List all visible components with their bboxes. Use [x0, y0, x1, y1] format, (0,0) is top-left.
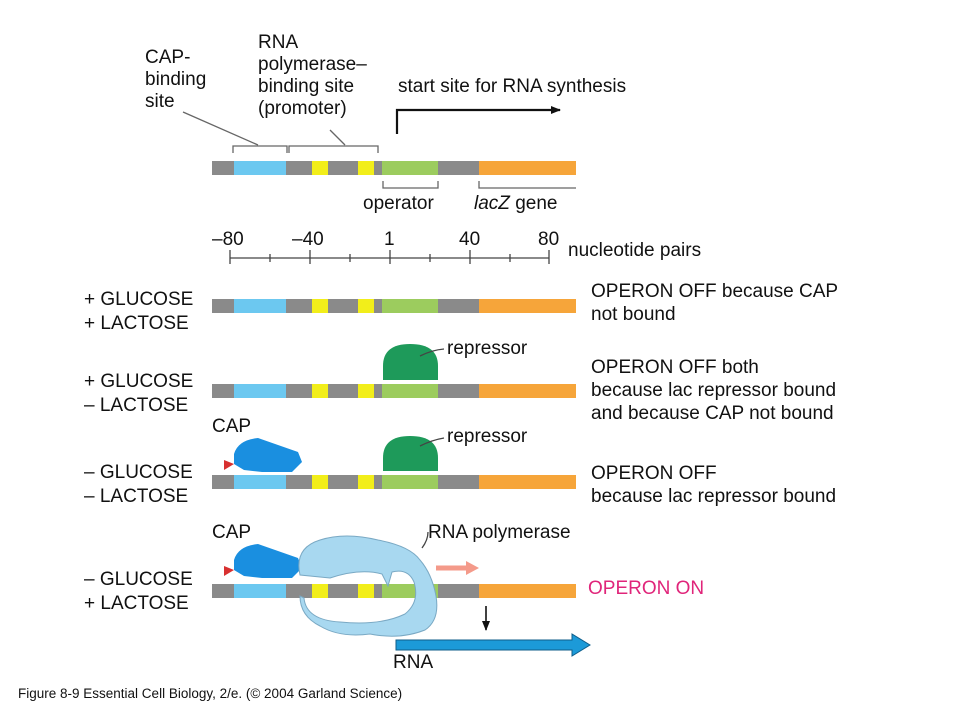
cap-protein-row-4 — [234, 544, 302, 578]
polymerase-leader — [421, 531, 429, 549]
dna-row-1 — [212, 299, 576, 313]
row-3-lactose: – LACTOSE — [84, 486, 189, 507]
row-3-status-line-1: OPERON OFF — [591, 463, 717, 484]
rna-polymerase-label: RNA polymerase — [428, 522, 571, 543]
row-2-glucose: + GLUCOSE — [84, 371, 194, 392]
row-3-glucose: – GLUCOSE — [84, 462, 193, 483]
promoter-line-3: binding site — [258, 76, 355, 97]
rna-label: RNA — [393, 652, 434, 673]
row-3-status: OPERON OFF because lac repressor bound — [591, 462, 836, 508]
promoter-box-35 — [312, 161, 328, 175]
bottom-brackets — [382, 181, 576, 189]
cap-ligand-row-3 — [224, 460, 234, 470]
lacz-segment — [479, 161, 576, 175]
row-1-status: OPERON OFF because CAP not bound — [591, 280, 838, 326]
lacz-gene-label: lacZ gene — [474, 193, 557, 215]
row-4-status: OPERON ON — [588, 578, 705, 599]
cap-site-line-1: CAP- — [145, 47, 191, 68]
top-brackets — [182, 111, 379, 153]
repressor-leader-row-3 — [419, 437, 445, 447]
promoter-line-2: polymerase– — [258, 54, 367, 75]
row-1-status-line-1: OPERON OFF because CAP — [591, 281, 839, 302]
scale-tick-40: 40 — [459, 229, 481, 250]
cap-binding-site-segment — [234, 161, 286, 175]
promoter-line-1: RNA — [258, 32, 299, 53]
row-4-lactose: + LACTOSE — [84, 593, 189, 614]
promoter-label: RNA polymerase– binding site (promoter) — [258, 32, 367, 120]
scale-unit-label: nucleotide pairs — [568, 240, 702, 261]
lacz-italic: lacZ — [474, 193, 510, 214]
rna-transcript-arrow — [395, 633, 591, 657]
rna-polymerase-shape — [298, 535, 438, 637]
repressor-shape-row-3 — [383, 436, 438, 471]
operator-segment — [382, 161, 438, 175]
row-1-glucose: + GLUCOSE — [84, 289, 194, 310]
promoter-line-4: (promoter) — [258, 98, 347, 119]
start-site-arrow — [395, 106, 561, 134]
cap-label-row-3: CAP — [212, 416, 252, 437]
scale-bar — [229, 250, 550, 264]
row-4-glucose: – GLUCOSE — [84, 569, 193, 590]
row-2-status: OPERON OFF both because lac repressor bo… — [591, 356, 836, 425]
start-site-label: start site for RNA synthesis — [398, 76, 627, 97]
cap-label-row-4: CAP — [212, 522, 252, 543]
row-2-status-line-3: and because CAP not bound — [591, 403, 834, 424]
dna-row-4 — [212, 584, 576, 598]
dna-row-3 — [212, 475, 576, 489]
reference-dna — [212, 161, 576, 175]
figure-caption: Figure 8-9 Essential Cell Biology, 2/e. … — [18, 686, 403, 701]
row-2-status-line-1: OPERON OFF both — [591, 357, 759, 378]
promoter-box-10 — [358, 161, 374, 175]
scale-tick-minus40: –40 — [292, 229, 324, 250]
cap-site-label: CAP- binding site — [145, 47, 206, 113]
repressor-shape-row-2 — [383, 344, 438, 380]
repressor-label-row-3: repressor — [447, 426, 528, 447]
cap-site-line-3: site — [145, 91, 175, 112]
operator-label: operator — [363, 193, 434, 214]
cap-ligand-row-4 — [224, 566, 234, 576]
lacz-gene-word: gene — [515, 193, 558, 214]
cap-protein-row-3 — [234, 438, 302, 472]
scale-tick-1: 1 — [384, 229, 395, 250]
scale-tick-minus80: –80 — [212, 229, 244, 250]
direction-arrow-head — [466, 561, 479, 575]
scale-tick-80: 80 — [538, 229, 560, 250]
row-2-lactose: – LACTOSE — [84, 395, 189, 416]
row-1-lactose: + LACTOSE — [84, 313, 189, 334]
dna-row-2 — [212, 384, 576, 398]
row-3-status-line-2: because lac repressor bound — [591, 486, 837, 507]
row-1-status-line-2: not bound — [591, 304, 676, 325]
cap-site-line-2: binding — [145, 69, 207, 90]
row-2-status-line-2: because lac repressor bound — [591, 380, 837, 401]
repressor-label-row-2: repressor — [447, 338, 528, 359]
repressor-leader-row-2 — [419, 348, 445, 357]
